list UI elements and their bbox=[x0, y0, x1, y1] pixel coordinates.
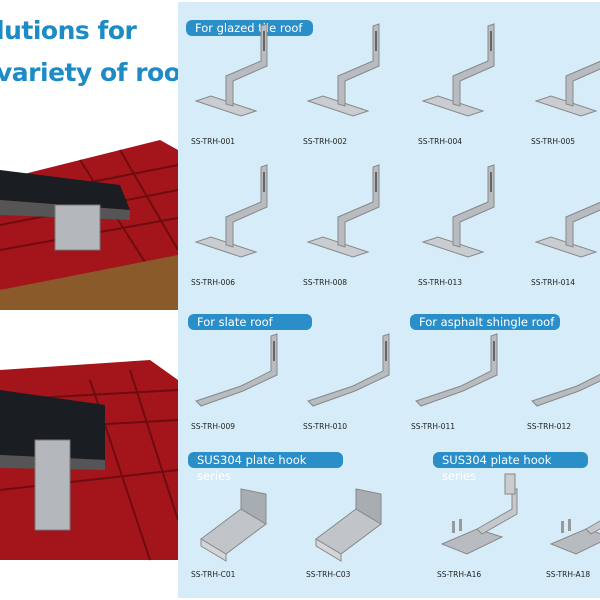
product-code: SS-TRH-004 bbox=[418, 137, 462, 146]
product-code: SS-TRH-002 bbox=[303, 137, 347, 146]
product-code: SS-TRH-013 bbox=[418, 278, 462, 287]
product-item: SS-TRH-005 bbox=[531, 16, 600, 146]
product-code: SS-TRH-009 bbox=[191, 422, 235, 431]
plate-hook-icon bbox=[315, 488, 382, 562]
slate-hook-icon bbox=[307, 333, 390, 407]
product-code: SS-TRH-012 bbox=[527, 422, 571, 431]
product-code: SS-TRH-A16 bbox=[437, 570, 482, 579]
product-item: SS-TRH-010 bbox=[303, 301, 403, 431]
product-code: SS-TRH-010 bbox=[303, 422, 347, 431]
headline-line-1: lutions for bbox=[0, 16, 137, 45]
product-code: SS-TRH-C01 bbox=[191, 570, 236, 579]
product-code: SS-TRH-008 bbox=[303, 278, 347, 287]
tile-hook-icon bbox=[421, 164, 495, 258]
product-code: SS-TRH-A18 bbox=[546, 570, 591, 579]
section-slate-roof: For slate roof bbox=[188, 314, 312, 330]
product-item: SS-TRH-008 bbox=[303, 157, 403, 287]
product-code: SS-TRH-014 bbox=[531, 278, 575, 287]
product-item: SS-TRH-C01 bbox=[191, 449, 291, 579]
product-item: SS-TRH-011 bbox=[411, 301, 511, 431]
slate-hook-icon bbox=[415, 333, 498, 407]
product-item: SS-TRH-013 bbox=[418, 157, 518, 287]
tile-hook-icon bbox=[306, 23, 380, 117]
adjustable-hook-icon bbox=[440, 473, 518, 555]
adjustable-hook-icon bbox=[549, 519, 600, 555]
product-item: SS-TRH-A16 bbox=[437, 449, 537, 579]
product-code: SS-TRH-005 bbox=[531, 137, 575, 146]
plate-hook-icon bbox=[200, 488, 267, 562]
tile-hook-icon bbox=[306, 164, 380, 258]
product-item: SS-TRH-001 bbox=[191, 16, 291, 146]
section-asphalt-shingle-roof: For asphalt shingle roof bbox=[410, 314, 560, 330]
product-code: SS-TRH-C03 bbox=[306, 570, 351, 579]
product-item: SS-TRH-A18 bbox=[546, 449, 600, 579]
slate-hook-icon bbox=[531, 373, 600, 407]
section-glazed-tile-roof: For glazed tile roof bbox=[186, 20, 313, 36]
tile-roof-illustration-1 bbox=[0, 140, 178, 310]
product-item: SS-TRH-006 bbox=[191, 157, 291, 287]
tile-roof-illustration-2 bbox=[0, 360, 178, 570]
headline-line-2: variety of roofs bbox=[0, 58, 206, 87]
tile-hook-icon bbox=[534, 60, 600, 117]
product-code: SS-TRH-011 bbox=[411, 422, 455, 431]
tile-hook-icon bbox=[421, 23, 495, 117]
section-sus304-plate-hook-left: SUS304 plate hook series bbox=[188, 452, 343, 483]
tile-hook-icon bbox=[194, 164, 268, 258]
product-item: SS-TRH-009 bbox=[191, 301, 291, 431]
product-code: SS-TRH-006 bbox=[191, 278, 235, 287]
product-item: SS-TRH-004 bbox=[418, 16, 518, 146]
tile-hook-icon bbox=[194, 23, 268, 117]
section-sus304-plate-hook-right: SUS304 plate hook series bbox=[433, 452, 588, 483]
product-code: SS-TRH-001 bbox=[191, 137, 235, 146]
product-item: SS-TRH-002 bbox=[303, 16, 403, 146]
tile-hook-icon bbox=[534, 201, 600, 258]
product-item: SS-TRH-C03 bbox=[306, 449, 406, 579]
product-item: SS-TRH-012 bbox=[527, 301, 600, 431]
slate-hook-icon bbox=[195, 333, 278, 407]
product-item: SS-TRH-014 bbox=[531, 157, 600, 287]
